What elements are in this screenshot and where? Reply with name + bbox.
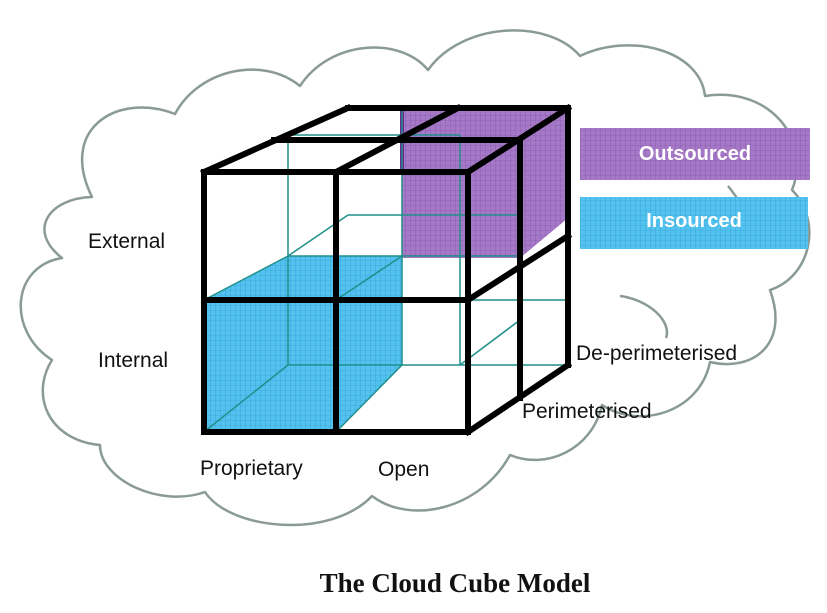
axis-label-internal: Internal: [98, 349, 168, 372]
outsourced-block-face: [402, 108, 568, 258]
legend-insourced-swatch: [580, 197, 808, 249]
legend-outsourced-label: Outsourced: [639, 143, 751, 165]
axis-label-proprietary: Proprietary: [200, 457, 303, 480]
cloud-curl: [619, 294, 669, 339]
legend-insourced-label: Insourced: [646, 210, 742, 232]
cube-outer-edges: [200, 103, 573, 437]
insourced-front-face: [202, 298, 338, 434]
axis-label-de-perimeterised: De-perimeterised: [576, 342, 737, 365]
legend-outsourced: Outsourced: [580, 128, 810, 180]
axis-label-open: Open: [378, 458, 429, 481]
cloud-outline: [19, 29, 811, 527]
legend-outsourced-swatch: [580, 128, 810, 180]
axis-label-perimeterised: Perimeterised: [522, 400, 652, 423]
figure-caption: The Cloud Cube Model: [320, 568, 591, 598]
legend-insourced: Insourced: [580, 197, 808, 249]
axis-label-external: External: [88, 230, 165, 253]
